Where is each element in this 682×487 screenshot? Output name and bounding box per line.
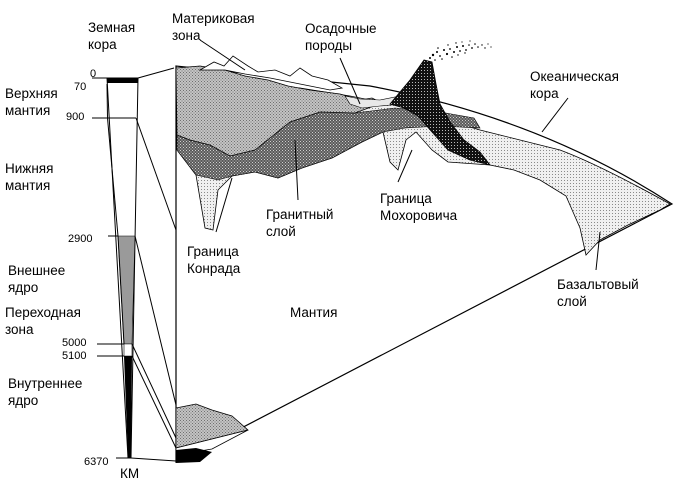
scale-connector-lines (107, 67, 177, 462)
leader-lines (199, 39, 601, 271)
depth-6370: 6370 (84, 456, 109, 468)
label-oceanic-crust: Океаническая кора (530, 69, 619, 101)
label-moho-boundary: Граница Мохоровича (380, 191, 458, 223)
depth-5100: 5100 (62, 350, 87, 362)
volcano-shape (389, 59, 492, 166)
depth-900: 900 (66, 111, 85, 123)
label-outer-core: Внешнее ядро (8, 263, 66, 295)
label-earth-crust: Земная кора (88, 20, 136, 52)
label-mantle: Мантия (290, 305, 338, 320)
label-lower-mantle: Нижняя мантия (5, 161, 54, 193)
depth-unit: КМ (120, 466, 140, 481)
mountain-snow-shape (198, 55, 344, 91)
label-continental-zone: Материковая зона (172, 11, 255, 43)
cross-section (175, 40, 674, 463)
label-transition-zone: Переходная зона (5, 305, 81, 337)
core-inner-shape (176, 448, 212, 463)
label-sedimentary-rocks: Осадочные породы (305, 21, 377, 53)
depth-tick-marks (92, 77, 128, 459)
label-upper-mantle: Верхняя мантия (5, 86, 58, 118)
depth-5000: 5000 (62, 337, 87, 349)
depth-2900: 2900 (68, 233, 93, 245)
label-basalt-layer: Базальтовый слой (557, 277, 639, 309)
depth-scale-column (106, 77, 139, 459)
label-inner-core: Внутреннее ядро (8, 376, 83, 408)
depth-0: 0 (90, 68, 97, 80)
label-granite-layer: Гранитный слой (266, 207, 334, 239)
volcano-ash-cloud (429, 40, 492, 61)
label-conrad-boundary: Граница Конрада (187, 244, 241, 276)
depth-70: 70 (74, 81, 87, 93)
